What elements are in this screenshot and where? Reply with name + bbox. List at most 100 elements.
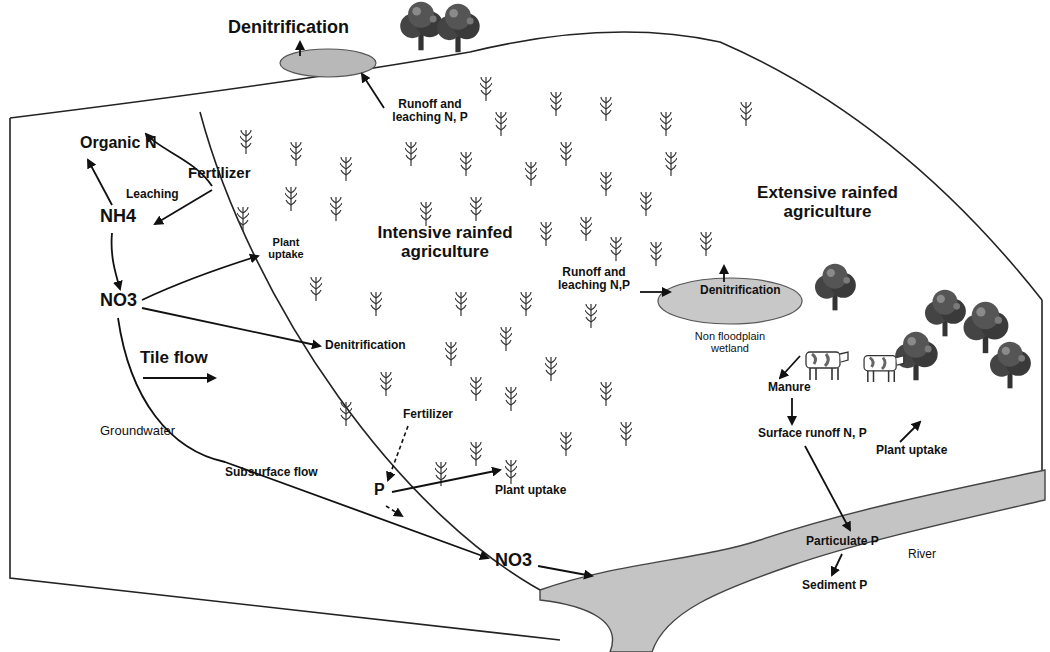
illustration-part bbox=[600, 172, 612, 196]
illustration-part bbox=[420, 202, 432, 226]
process-label: P bbox=[374, 481, 385, 499]
illustration-part bbox=[340, 157, 352, 181]
illustration-part bbox=[88, 160, 112, 205]
illustration-part bbox=[864, 356, 904, 382]
illustration-part bbox=[142, 308, 320, 346]
illustration-part bbox=[392, 470, 500, 492]
process-label: Denitrification bbox=[700, 284, 781, 297]
process-label: Denitrification bbox=[325, 339, 406, 352]
illustration-part bbox=[495, 112, 507, 136]
illustration-part bbox=[200, 112, 555, 598]
illustration-part bbox=[505, 387, 517, 411]
illustration-part bbox=[240, 130, 252, 154]
illustration-part bbox=[505, 460, 517, 484]
illustration-part bbox=[550, 92, 562, 116]
illustration-part bbox=[142, 256, 258, 300]
process-label: Leaching bbox=[126, 188, 179, 201]
illustration-part bbox=[285, 187, 297, 211]
wetland-pond bbox=[280, 49, 376, 77]
process-label: Subsurface flow bbox=[225, 466, 318, 479]
illustration-part bbox=[455, 292, 467, 316]
process-label: NH4 bbox=[100, 207, 136, 227]
illustration-part bbox=[580, 217, 592, 241]
illustration-part bbox=[480, 77, 492, 101]
illustration-part bbox=[386, 506, 402, 516]
illustration-part bbox=[400, 2, 442, 51]
illustration-part bbox=[370, 292, 382, 316]
process-label: NO3 bbox=[100, 291, 137, 311]
illustration-part bbox=[650, 242, 662, 266]
cow-group bbox=[806, 352, 904, 382]
illustration-part bbox=[330, 197, 342, 221]
process-label: Plant uptake bbox=[262, 236, 310, 260]
process-label: Runoff and leaching N, P bbox=[386, 98, 474, 124]
illustration-part bbox=[10, 32, 1042, 300]
illustration-part bbox=[585, 304, 597, 328]
illustration-part bbox=[723, 266, 725, 282]
process-label: Plant uptake bbox=[876, 444, 947, 457]
illustration-part bbox=[560, 142, 572, 166]
illustration-part bbox=[112, 233, 120, 289]
illustration-part bbox=[600, 97, 612, 121]
illustration-part bbox=[560, 432, 572, 456]
process-label: Plant uptake bbox=[495, 484, 566, 497]
illustration-part bbox=[143, 377, 215, 379]
dotted-arrows bbox=[386, 426, 408, 516]
illustration-part bbox=[380, 372, 392, 396]
illustration-part bbox=[660, 112, 672, 136]
illustration-part bbox=[10, 118, 560, 640]
river-shape bbox=[540, 470, 1045, 652]
illustration-part bbox=[310, 277, 322, 301]
illustration-part bbox=[740, 102, 752, 126]
illustration-part bbox=[640, 291, 670, 293]
illustration-part bbox=[520, 292, 532, 316]
process-label: NO3 bbox=[495, 551, 532, 571]
illustration-part bbox=[665, 152, 677, 176]
illustration-part bbox=[470, 197, 482, 221]
illustration-part bbox=[540, 222, 552, 246]
process-label: Organic N bbox=[80, 134, 156, 152]
illustration-part bbox=[362, 74, 384, 108]
illustration-part bbox=[832, 554, 842, 575]
process-label: Groundwater bbox=[100, 424, 175, 438]
illustration-part bbox=[990, 342, 1031, 389]
illustration-part bbox=[805, 446, 850, 530]
process-label: Fertilizer bbox=[403, 408, 453, 421]
illustration-part bbox=[1041, 300, 1043, 470]
illustration-part bbox=[405, 142, 417, 166]
process-label: Denitrification bbox=[228, 18, 349, 38]
illustration-part bbox=[388, 426, 408, 480]
illustration-part bbox=[791, 398, 793, 424]
illustration-part bbox=[290, 142, 302, 166]
illustration-part bbox=[900, 422, 920, 442]
illustration-part bbox=[700, 232, 712, 256]
process-label: Non floodplain wetland bbox=[680, 330, 780, 354]
illustration-part bbox=[470, 377, 482, 401]
crop-plants bbox=[237, 77, 752, 486]
illustration-part bbox=[545, 357, 557, 381]
illustration-part bbox=[610, 237, 622, 261]
process-label: Extensive rainfed agriculture bbox=[735, 184, 920, 221]
illustration-part bbox=[815, 264, 856, 311]
illustration-part bbox=[445, 342, 457, 366]
tree-group bbox=[400, 2, 1031, 389]
illustration-part bbox=[780, 356, 800, 378]
illustration-part bbox=[460, 152, 472, 176]
illustration-part bbox=[340, 402, 352, 426]
illustration-part bbox=[925, 290, 966, 337]
process-label: Tile flow bbox=[140, 349, 208, 368]
wetland-pond bbox=[658, 278, 802, 324]
process-label: Manure bbox=[768, 381, 811, 394]
illustration-part bbox=[237, 207, 249, 231]
illustration-part bbox=[500, 327, 512, 351]
illustration-part bbox=[470, 442, 482, 466]
illustration-part bbox=[640, 192, 652, 216]
process-label: River bbox=[908, 548, 936, 561]
illustration-part bbox=[600, 382, 612, 406]
illustration-part bbox=[538, 566, 592, 576]
illustration-part bbox=[620, 422, 632, 446]
illustration-part bbox=[437, 4, 479, 53]
process-label: Fertilizer bbox=[188, 165, 251, 182]
flow-arrows bbox=[88, 42, 920, 576]
